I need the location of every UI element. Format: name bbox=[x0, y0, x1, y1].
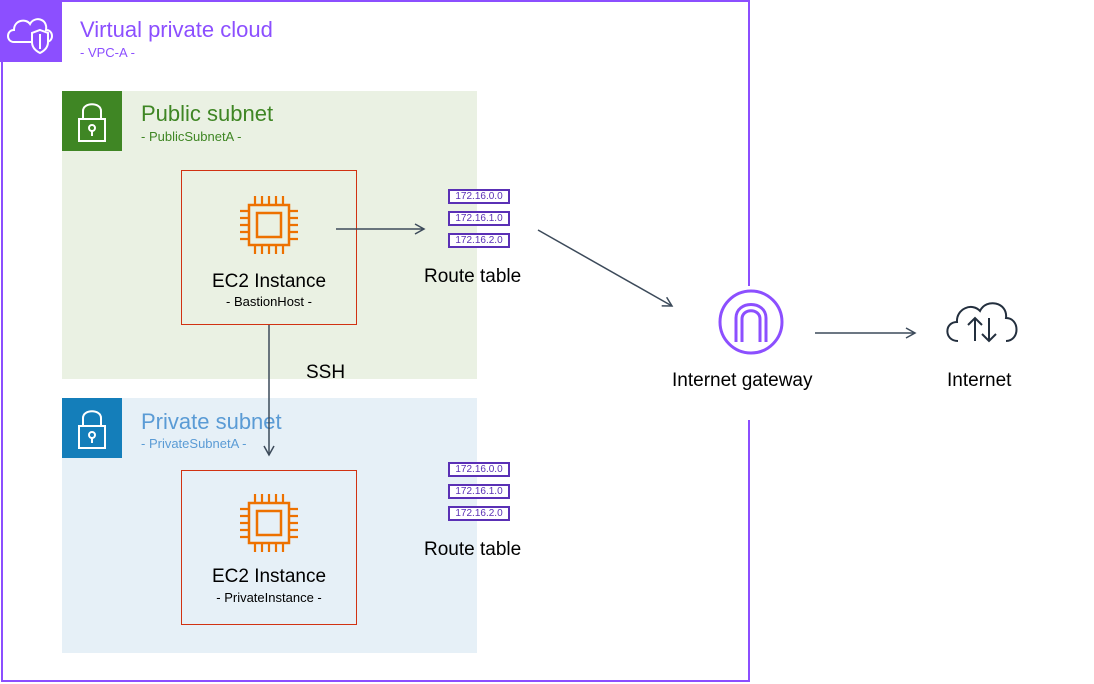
route-table-public-label: Route table bbox=[424, 266, 522, 287]
route-table-private-entry: 172.16.2.0 bbox=[448, 506, 510, 521]
route-to-igw-arrow bbox=[537, 229, 674, 307]
public-subnet-icon-tile bbox=[62, 91, 122, 151]
private-subnet-icon-tile bbox=[62, 398, 122, 458]
private-instance-node[interactable] bbox=[181, 470, 357, 625]
gateway-arch-icon bbox=[718, 289, 784, 355]
vpc-title: Virtual private cloud bbox=[80, 17, 273, 42]
route-table-private-entry: 172.16.0.0 bbox=[448, 462, 510, 477]
route-table-private-label: Route table bbox=[424, 539, 522, 560]
private-instance-subtitle: - PrivateInstance - bbox=[216, 590, 322, 605]
public-subnet-subtitle: - PublicSubnetA - bbox=[141, 129, 242, 144]
bastion-title: EC2 Instance bbox=[211, 271, 327, 292]
private-instance-title: EC2 Instance bbox=[211, 566, 327, 587]
internet-gateway-label: Internet gateway bbox=[672, 370, 813, 391]
internet-label: Internet bbox=[947, 370, 1012, 391]
chip-icon bbox=[240, 196, 298, 254]
private-subnet-title: Private subnet bbox=[141, 409, 282, 434]
route-table-public-entry: 172.16.1.0 bbox=[448, 211, 510, 226]
cloud-updown-icon bbox=[946, 302, 1018, 343]
vpc-icon-tile bbox=[0, 0, 62, 62]
lock-icon bbox=[78, 410, 106, 449]
bastion-host-node[interactable] bbox=[181, 170, 357, 325]
bastion-subtitle: - BastionHost - bbox=[226, 294, 312, 309]
route-table-public-entry: 172.16.2.0 bbox=[448, 233, 510, 248]
ssh-connection-label: SSH bbox=[306, 362, 346, 383]
public-subnet-title: Public subnet bbox=[141, 101, 274, 126]
lock-icon bbox=[78, 103, 106, 142]
route-table-public-entry: 172.16.0.0 bbox=[448, 189, 510, 204]
route-table-private-entry: 172.16.1.0 bbox=[448, 484, 510, 499]
vpc-subtitle: - VPC-A - bbox=[80, 45, 135, 60]
private-subnet-subtitle: - PrivateSubnetA - bbox=[141, 436, 247, 451]
chip-icon bbox=[240, 494, 298, 552]
cloud-shield-icon bbox=[7, 18, 53, 55]
